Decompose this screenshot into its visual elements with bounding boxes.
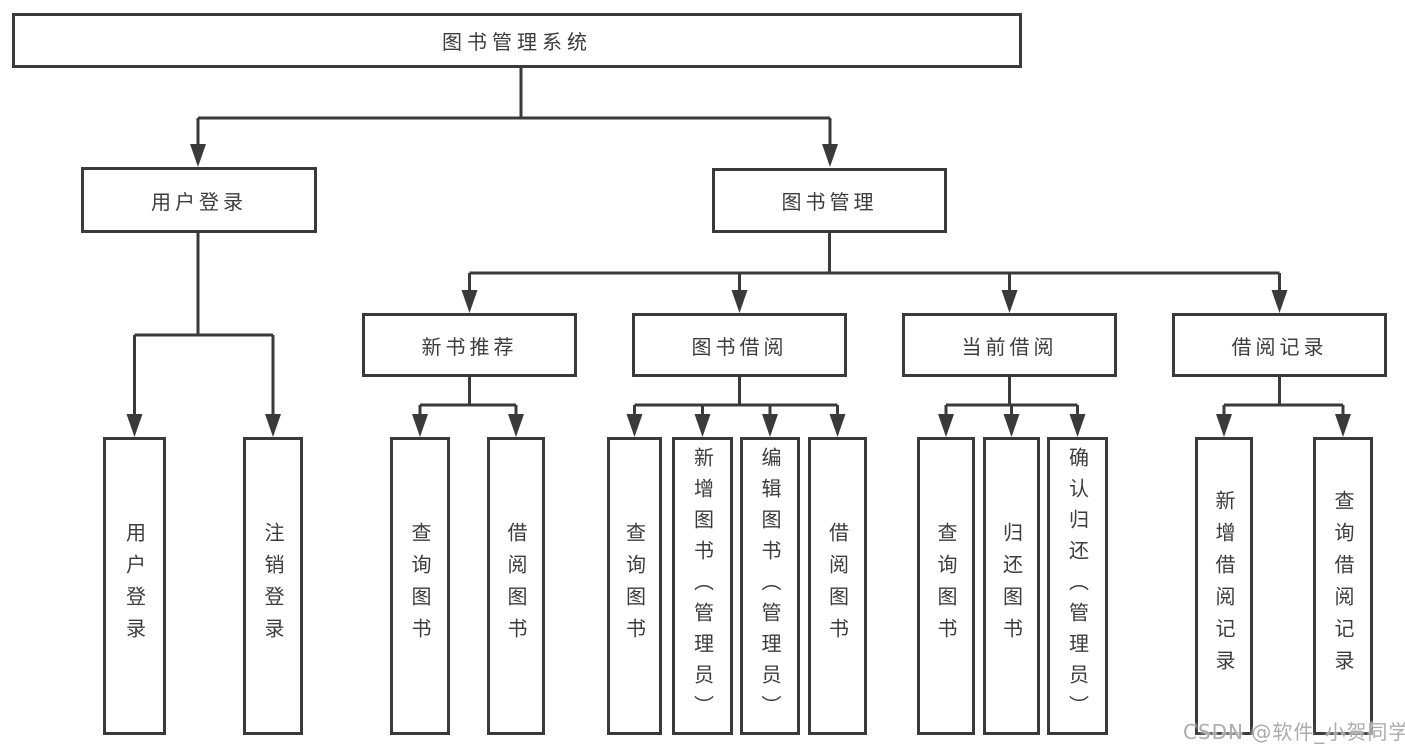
- leaf-return-book: 归还图书: [983, 437, 1040, 735]
- leaf-recommend-query-books-label: 查询图书: [408, 522, 432, 650]
- node-root: 图书管理系统: [12, 13, 1022, 68]
- leaf-borrow-query-books-label: 查询图书: [622, 522, 647, 650]
- leaf-add-borrow-record: 新增借阅记录: [1195, 437, 1253, 735]
- leaf-add-borrow-record-label: 新增借阅记录: [1212, 490, 1236, 682]
- node-book-borrow: 图书借阅: [632, 313, 847, 377]
- csdn-watermark: CSDN @软件_小贺同学: [1183, 720, 1405, 744]
- node-borrow-records: 借阅记录: [1172, 313, 1387, 377]
- node-user-login-label: 用户登录: [151, 189, 247, 214]
- leaf-recommend-query-books: 查询图书: [390, 437, 450, 735]
- node-new-book-recommend-label: 新书推荐: [421, 334, 518, 359]
- leaf-user-login: 用户登录: [103, 437, 166, 735]
- leaf-borrow-query-books: 查询图书: [607, 437, 662, 735]
- leaf-confirm-return-admin: 确认归还（管理员）: [1047, 437, 1108, 735]
- node-root-label: 图书管理系统: [442, 30, 592, 54]
- node-new-book-recommend: 新书推荐: [362, 313, 577, 377]
- leaf-logout-login: 注销登录: [243, 437, 303, 735]
- node-current-borrow: 当前借阅: [902, 313, 1117, 377]
- leaf-borrow-borrow-books-label: 借阅图书: [825, 522, 850, 650]
- leaf-edit-book-admin: 编辑图书（管理员）: [740, 437, 800, 735]
- node-current-borrow-label: 当前借阅: [961, 334, 1058, 359]
- node-borrow-records-label: 借阅记录: [1231, 334, 1328, 359]
- connector-borrow-records-branch: [1222, 377, 1345, 418]
- connector-book-management-branch: [468, 232, 1281, 294]
- leaf-confirm-return-admin-label: 确认归还（管理员）: [1065, 446, 1090, 726]
- connector-current-borrow-branch: [944, 377, 1079, 418]
- leaf-add-book-admin: 新增图书（管理员）: [672, 437, 733, 735]
- leaf-add-book-admin-label: 新增图书（管理员）: [690, 446, 715, 726]
- connector-user-login-branch: [133, 233, 275, 418]
- connector-new-book-recommend-branch: [418, 377, 518, 418]
- node-user-login: 用户登录: [81, 167, 317, 233]
- arrowheads: [126, 144, 1351, 437]
- leaf-recommend-borrow-books: 借阅图书: [487, 437, 545, 735]
- node-book-borrow-label: 图书借阅: [691, 334, 788, 359]
- leaf-query-borrow-record: 查询借阅记录: [1313, 437, 1373, 735]
- leaf-logout-login-label: 注销登录: [261, 522, 285, 650]
- leaf-user-login-label: 用户登录: [122, 522, 147, 650]
- leaf-current-query-books-label: 查询图书: [934, 522, 958, 650]
- leaf-return-book-label: 归还图书: [999, 522, 1024, 650]
- leaf-recommend-borrow-books-label: 借阅图书: [504, 522, 528, 650]
- connector-book-borrow-branch: [633, 377, 839, 418]
- node-book-management: 图书管理: [712, 168, 947, 233]
- node-book-management-label: 图书管理: [781, 190, 878, 214]
- leaf-current-query-books: 查询图书: [917, 437, 975, 735]
- leaf-edit-book-admin-label: 编辑图书（管理员）: [758, 446, 782, 726]
- leaf-query-borrow-record-label: 查询借阅记录: [1331, 490, 1355, 682]
- leaf-borrow-borrow-books: 借阅图书: [808, 437, 867, 735]
- connector-root-to-level2: [196, 68, 832, 148]
